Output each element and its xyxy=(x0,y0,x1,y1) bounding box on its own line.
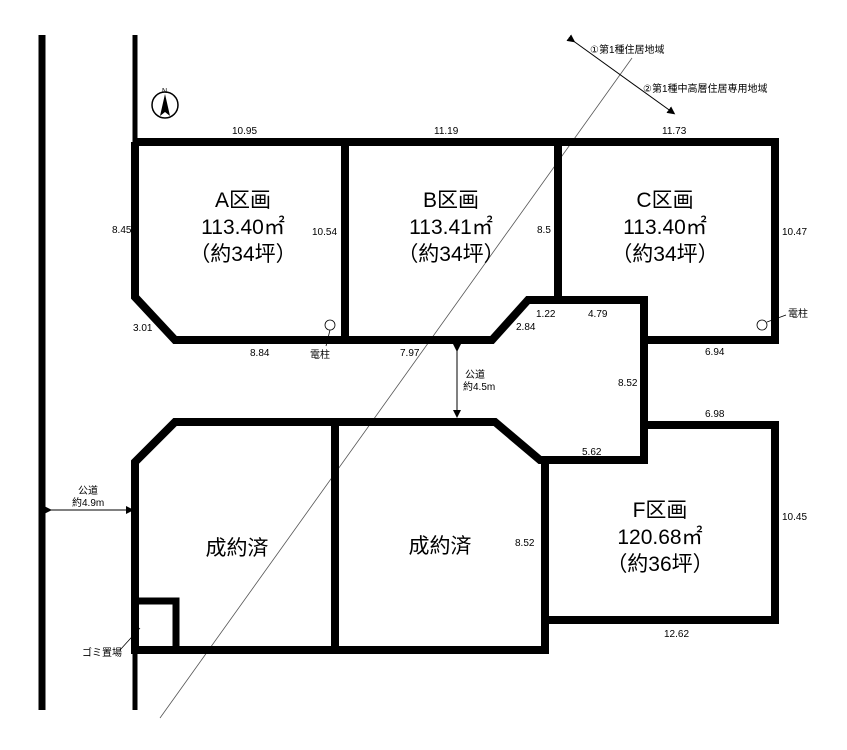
pole-label: 電柱 xyxy=(310,348,330,361)
garbage-area xyxy=(135,597,180,650)
sold-lot-d: 成約済 xyxy=(206,537,269,560)
zoning-arrow xyxy=(566,34,676,115)
dim-a-bottom: 8.84 xyxy=(250,348,270,359)
dim-f-top: 6.98 xyxy=(705,409,725,420)
north-label: N xyxy=(162,88,167,95)
dim-b-bottom: 7.97 xyxy=(400,348,420,359)
dim-a-top: 10.95 xyxy=(232,126,257,137)
dim-b-top: 11.19 xyxy=(434,126,459,137)
lot-c-area: 113.40㎡ xyxy=(623,215,707,239)
north-arrow-icon: N xyxy=(151,88,179,119)
dim-lower-notch: 5.62 xyxy=(582,447,602,458)
lot-f-area: 120.68㎡ xyxy=(617,525,702,549)
dim-c-bottom: 6.94 xyxy=(705,347,725,358)
road-outline xyxy=(131,142,779,654)
dim-c-right: 10.47 xyxy=(782,227,807,238)
zone2-label: ②第1種中高層住居専用地域 xyxy=(643,82,768,95)
lot-b-area: 113.41㎡ xyxy=(409,215,493,239)
dim-f-right: 10.45 xyxy=(782,512,807,523)
lot-b-name: B区画 xyxy=(423,189,479,212)
lot-f-tsubo: （約36坪） xyxy=(606,553,713,576)
lot-f-name: F区画 xyxy=(633,499,688,522)
dim-f-bottom: 12.62 xyxy=(664,629,689,640)
dim-a-left: 8.45 xyxy=(112,225,132,236)
dim-b-chamfer: 2.84 xyxy=(516,322,536,333)
road-center-label: 公道 xyxy=(465,368,485,381)
utility-pole-icon xyxy=(756,319,768,331)
lot-c-tsubo: （約34坪） xyxy=(611,243,718,266)
road-left-width: 約4.9m xyxy=(72,496,104,509)
road-left-label: 公道 xyxy=(78,484,98,497)
dim-a-right: 10.54 xyxy=(312,227,337,238)
zone1-label: ①第1種住居地域 xyxy=(590,43,665,56)
upper-block-outline xyxy=(135,138,779,344)
lot-c-name: C区画 xyxy=(636,189,693,212)
lot-a-tsubo: （約34坪） xyxy=(189,243,296,266)
pole-label: 電柱 xyxy=(788,307,808,320)
road-center-width: 約4.5m xyxy=(463,380,495,393)
dim-c-top: 11.73 xyxy=(662,126,687,137)
dim-notch-a: 1.22 xyxy=(536,309,556,320)
sold-lot-e: 成約済 xyxy=(409,535,472,558)
lot-a-name: A区画 xyxy=(215,189,271,212)
lot-boundaries xyxy=(38,35,779,710)
dim-b-right: 8.5 xyxy=(537,225,551,236)
dimensions: 10.95 11.19 11.73 8.45 10.54 8.5 10.47 3… xyxy=(112,126,807,640)
lot-a-area: 113.40㎡ xyxy=(201,215,285,239)
utility-pole-icon xyxy=(324,319,336,331)
zoning-boundary-line xyxy=(159,57,633,719)
dim-middle-right: 8.52 xyxy=(618,378,638,389)
dim-f-left: 8.52 xyxy=(515,538,535,549)
dim-notch-b: 4.79 xyxy=(588,309,608,320)
lot-b-tsubo: （約34坪） xyxy=(397,243,504,266)
dim-a-chamfer: 3.01 xyxy=(133,323,153,334)
garbage-label: ゴミ置場 xyxy=(82,646,122,659)
